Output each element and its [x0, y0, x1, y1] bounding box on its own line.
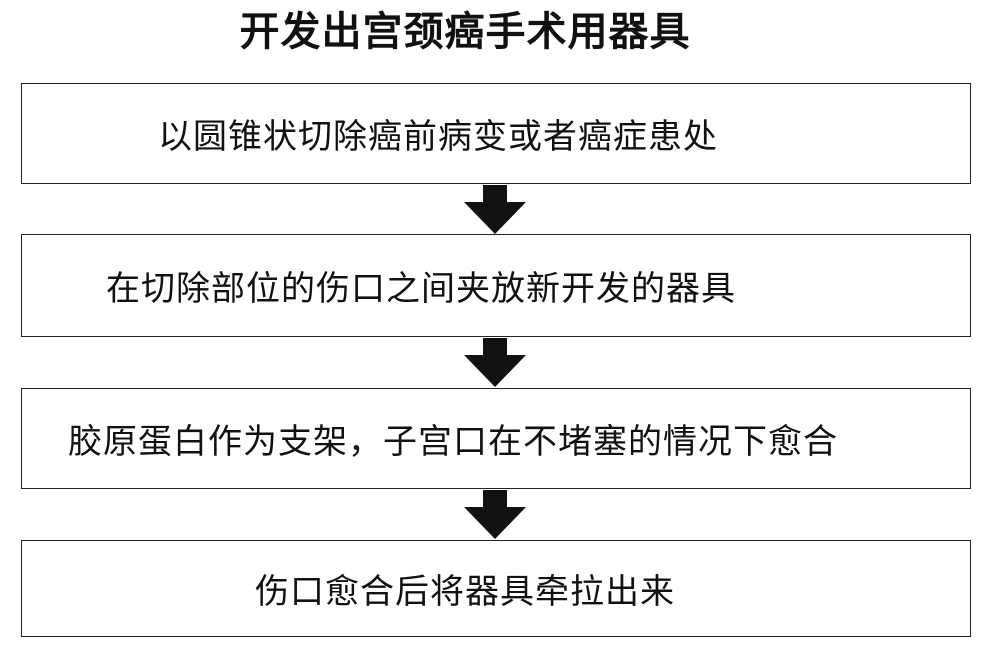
flow-step-3-label: 胶原蛋白作为支架，子宫口在不堵塞的情况下愈合 — [68, 422, 838, 462]
flow-step-4-label: 伤口愈合后将器具牵拉出来 — [255, 572, 675, 612]
flow-step-1-label: 以圆锥状切除癌前病变或者癌症患处 — [158, 117, 718, 157]
down-arrow-icon — [464, 338, 526, 387]
flow-step-1: 以圆锥状切除癌前病变或者癌症患处 — [21, 83, 971, 184]
flow-step-2: 在切除部位的伤口之间夹放新开发的器具 — [21, 234, 971, 337]
flow-step-4: 伤口愈合后将器具牵拉出来 — [21, 540, 971, 637]
flow-step-2-label: 在切除部位的伤口之间夹放新开发的器具 — [106, 269, 736, 309]
diagram-title: 开发出宫颈癌手术用器具 — [239, 9, 691, 55]
down-arrow-icon — [464, 185, 526, 234]
down-arrow-icon — [464, 490, 526, 539]
flow-step-3: 胶原蛋白作为支架，子宫口在不堵塞的情况下愈合 — [21, 388, 971, 489]
